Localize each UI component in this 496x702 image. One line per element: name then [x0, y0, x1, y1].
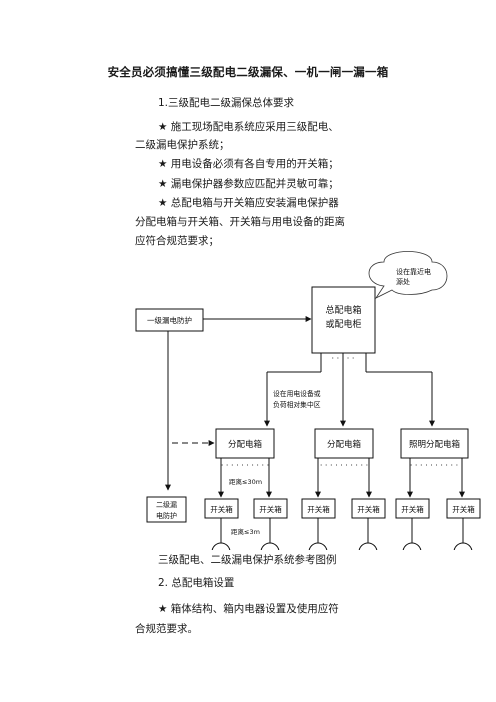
distance-label-30m: 距离≤30m	[229, 477, 262, 486]
level1-protection-box	[135, 308, 204, 332]
distribution-box-2	[314, 428, 374, 459]
switch-box-5: 开关箱	[395, 498, 430, 519]
switch-box-4: 开关箱	[351, 498, 386, 519]
callout-text-2: 源处	[396, 277, 410, 286]
figure-caption: 三级配电、二级漏电保护系统参考图例	[158, 554, 337, 566]
paragraph-line: ★ 总配电箱与开关箱应安装漏电保护器	[158, 197, 339, 209]
section-heading-2: 2. 总配电箱设置	[158, 577, 235, 589]
paragraph-line: 分配电箱与开关箱、开关箱与用电设备的距离	[135, 216, 345, 228]
distribution-box-2-label: 分配电箱	[327, 439, 362, 450]
paragraph-line: ★ 施工现场配电系统应采用三级配电、	[158, 121, 339, 133]
switch-box-6: 开关箱	[446, 498, 481, 519]
branch-note-1: 设在用电设备或	[273, 389, 321, 398]
distribution-box-1	[215, 428, 275, 459]
svg-text:开关箱: 开关箱	[452, 504, 475, 514]
main-distribution-box	[311, 286, 376, 354]
main-box-label-1: 总配电箱	[325, 304, 361, 316]
svg-text:开关箱: 开关箱	[259, 504, 282, 514]
distribution-box-1-label: 分配电箱	[228, 439, 263, 450]
branch-note-2: 负荷相对集中区	[273, 400, 321, 409]
paragraph-line: ★ 用电设备必须有各自专用的开关箱；	[158, 158, 339, 170]
callout-bubble: 设在靠近电 源处	[368, 251, 448, 300]
paragraph-line: 应符合规范要求；	[135, 235, 219, 247]
distribution-box-3	[400, 428, 469, 459]
level2-protection-box	[146, 496, 187, 523]
document-title: 安全员必须搞懂三级配电二级漏保、一机一闸一漏一箱	[107, 65, 389, 79]
svg-text:开关箱: 开关箱	[401, 504, 424, 514]
switch-box-2: 开关箱	[253, 498, 288, 519]
distribution-box-3-label: 照明分配电箱	[409, 439, 461, 450]
svg-text:· · · · · · · · · ·: · · · · · · · · · ·	[221, 461, 269, 470]
main-box-label-2: 或配电柜	[325, 318, 361, 330]
distance-label-3m: 距离≤3m	[231, 527, 260, 536]
paragraph-line: ★ 箱体结构、箱内电器设置及使用应符	[158, 603, 339, 615]
switch-box-3: 开关箱	[301, 498, 336, 519]
svg-text:开关箱: 开关箱	[307, 504, 330, 514]
paragraph-line: 合规范要求。	[135, 623, 198, 635]
level2-protection-label-2: 电防护	[156, 511, 177, 520]
svg-text:· · · · · · · · · ·: · · · · · · · · · ·	[410, 461, 458, 470]
branch-note-bg	[269, 385, 337, 413]
level1-protection-label: 一级漏电防护	[147, 315, 192, 325]
section-heading-1: 1.三级配电二级漏保总体要求	[158, 97, 295, 109]
callout-text-1: 设在靠近电	[396, 267, 431, 276]
switch-box-1: 开关箱	[204, 498, 239, 519]
svg-text:开关箱: 开关箱	[210, 504, 233, 514]
svg-text:开关箱: 开关箱	[357, 504, 380, 514]
level2-protection-label-1: 二级漏	[156, 500, 177, 509]
paragraph-line: 二级漏电保护系统；	[135, 139, 230, 151]
paragraph-line: ★ 漏电保护器参数应匹配并灵敏可靠；	[158, 178, 339, 190]
svg-text:· · · · · · · · · ·: · · · · · · · · · ·	[320, 461, 368, 470]
